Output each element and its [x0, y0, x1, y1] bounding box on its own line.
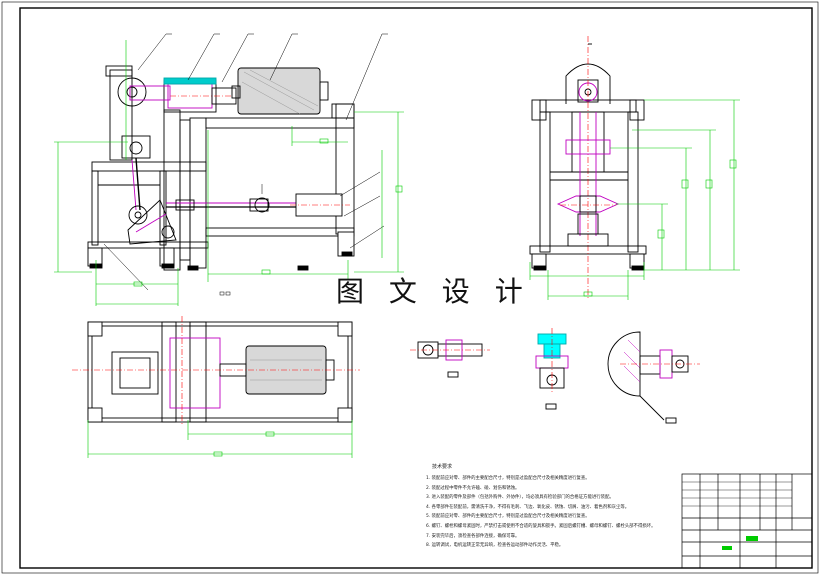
detail-view-3 [607, 331, 700, 424]
top-view-dimensions [87, 420, 353, 458]
tech-note-8: 8. 运转调试，电机运转正常无异响，检查各运动部件动作灵活、平稳。 [426, 543, 564, 549]
title-block [681, 473, 813, 569]
tech-note-6: 6. 螺钉、螺栓和螺母紧固时，严禁打击或使用不合适的旋具和扳手。紧固后螺钉槽、螺… [426, 523, 656, 529]
detail-view-2 [535, 328, 569, 410]
tech-note-3: 3. 进入装配的零件及部件（包括外购件、外协件），均必须具有检验部门的合格证方能… [426, 495, 614, 501]
front-view [87, 33, 388, 291]
detail-view-1 [410, 339, 490, 378]
front-view-scale-marks [219, 291, 231, 296]
tech-note-2: 2. 装配过程中零件不允许磕、碰、划伤和锈蚀。 [426, 485, 520, 491]
tech-note-7: 7. 安装完毕后，须检查各部件连接，确保可靠。 [426, 533, 520, 539]
side-view [529, 36, 647, 300]
tech-note-1: 1. 装配前应对零、部件的主要配合尺寸，特别是过盈配合尺寸及相关精度进行复查。 [426, 476, 590, 481]
tech-note-4: 4. 各零部件在装配前，需清洗干净，不得有毛刺、飞边、氧化皮、锈蚀、切屑、油污、… [426, 504, 630, 510]
inner-border [19, 7, 813, 569]
tech-notes: 1. 装配前应对零、部件的主要配合尺寸，特别是过盈配合尺寸及相关精度进行复查。 … [426, 474, 676, 551]
top-view [72, 316, 360, 426]
watermark-text: 图 文 设 计 [336, 275, 531, 308]
side-view-dimensions [529, 99, 740, 300]
front-view-dimensions [54, 40, 404, 306]
tech-note-5: 5. 装配前应对零、部件的主要配合尺寸，特别是过盈配合尺寸及相关精度进行复查。 [426, 514, 590, 520]
tech-notes-title: 技术要求 [432, 464, 453, 470]
